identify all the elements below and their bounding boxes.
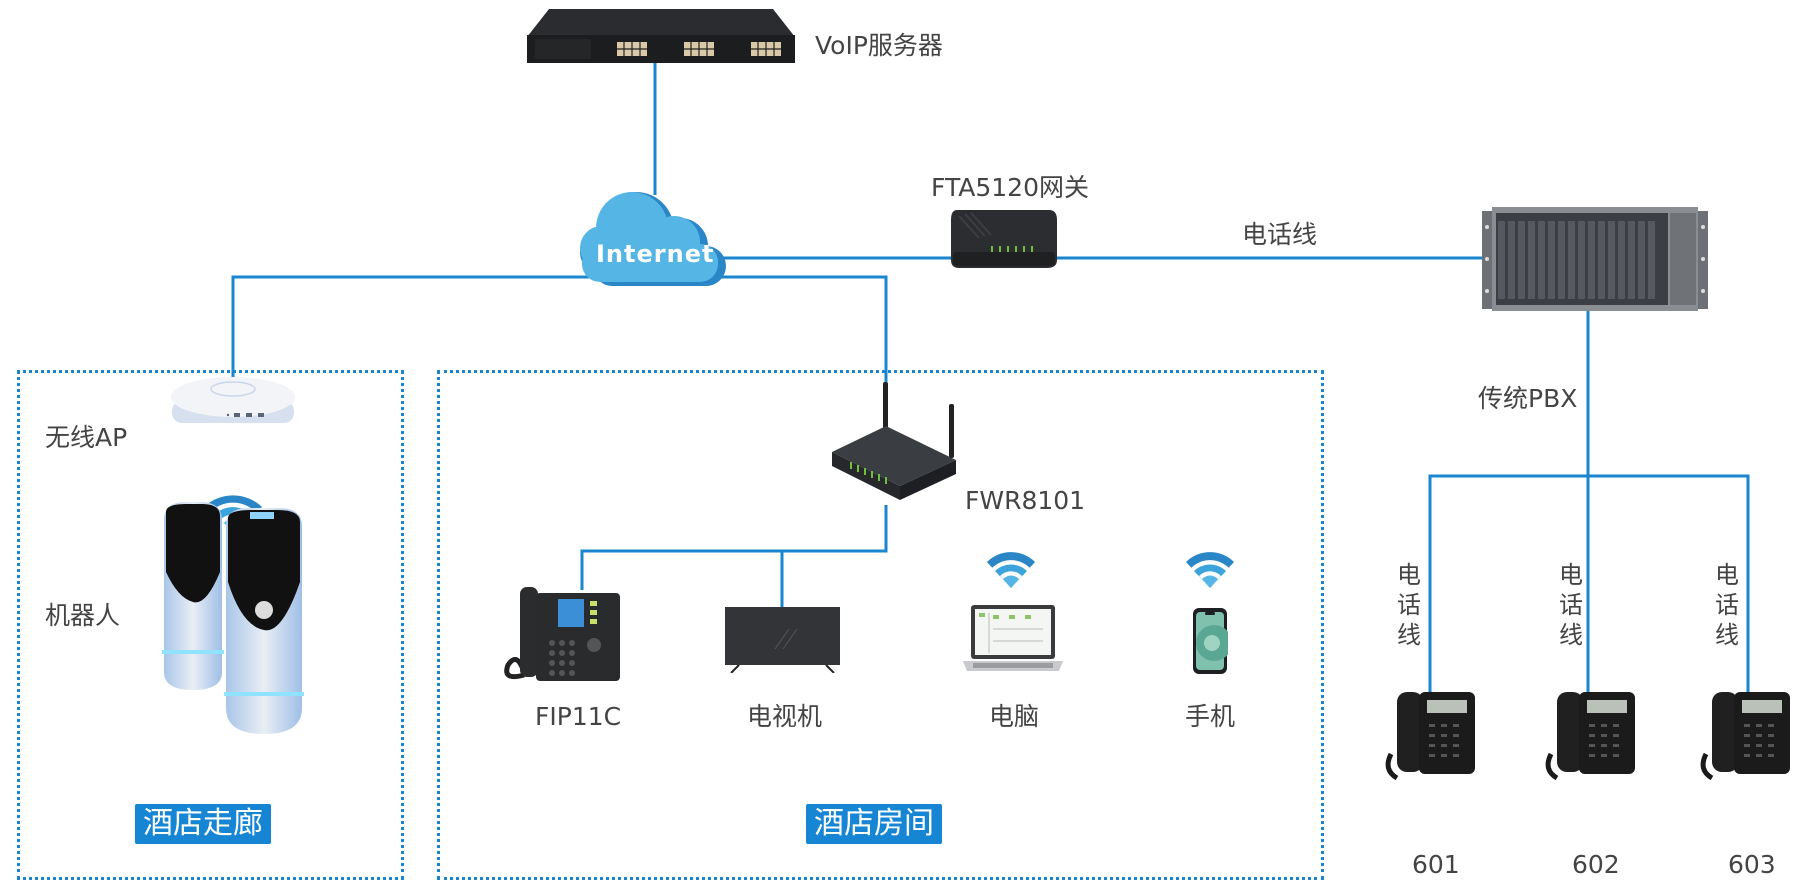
phone-601-label: 601 [1412, 850, 1460, 879]
pbx-chassis-icon [1482, 207, 1708, 311]
gateway-label: FTA5120网关 [931, 173, 1089, 202]
tv-device[interactable] [725, 607, 840, 674]
phone-602-label: 602 [1572, 850, 1620, 879]
tv-icon [725, 607, 840, 674]
robot-devices[interactable] [156, 502, 306, 738]
zone-corridor [17, 370, 404, 880]
robot-icon [162, 502, 304, 734]
access-point-icon [171, 377, 295, 423]
pbx-label: 传统PBX [1478, 384, 1578, 413]
desk-phone-icon [1700, 692, 1790, 781]
pbx-603-link-label: 电话线 [1715, 561, 1739, 649]
link-pbx-603 [1588, 474, 1750, 700]
computer-device[interactable] [963, 605, 1063, 675]
mobile-label: 手机 [1185, 702, 1236, 731]
analog-phone-601[interactable] [1383, 690, 1478, 790]
rack-server-icon [527, 9, 795, 63]
voip-server[interactable] [527, 9, 795, 63]
pbx-device[interactable] [1482, 207, 1708, 311]
internet-cloud[interactable]: Internet [576, 188, 736, 288]
wifi-signal-icon [1186, 552, 1234, 588]
gateway-icon [951, 210, 1057, 268]
link-internet-ap [231, 275, 655, 378]
zone-room-label: 酒店房间 [806, 804, 942, 844]
wireless-ap-label: 无线AP [45, 423, 128, 452]
cloud-icon [580, 192, 726, 286]
analog-phone-602[interactable] [1543, 690, 1638, 790]
wifi-signal-icon [987, 552, 1035, 588]
link-pbx-601 [1428, 474, 1588, 700]
analog-phone-603[interactable] [1698, 690, 1793, 790]
zone-room [437, 370, 1324, 880]
smartphone-icon [1193, 608, 1232, 674]
pbx-601-link-label: 电话线 [1397, 561, 1421, 649]
link-internet-router [700, 275, 888, 390]
gateway-pbx-link-label: 电话线 [1242, 220, 1318, 249]
desk-phone-icon [1545, 692, 1635, 781]
computer-label: 电脑 [989, 702, 1040, 731]
ip-phone-label: FIP11C [535, 702, 622, 731]
router-label: FWR8101 [965, 486, 1086, 515]
tv-label: 电视机 [747, 702, 823, 731]
wireless-ap-device[interactable] [168, 375, 298, 427]
router-device[interactable] [830, 382, 960, 502]
desk-phone-icon [1385, 692, 1475, 781]
computer-wifi-signal [986, 548, 1036, 588]
zone-corridor-label: 酒店走廊 [135, 804, 271, 844]
gateway-device[interactable] [949, 208, 1059, 270]
ip-phone-icon [504, 587, 620, 681]
voip-server-label: VoIP服务器 [815, 31, 943, 60]
wifi-router-icon [832, 382, 956, 500]
pbx-602-link-label: 电话线 [1559, 561, 1583, 649]
internet-label: Internet [596, 240, 715, 268]
laptop-icon [963, 605, 1063, 671]
link-router-devices [580, 505, 888, 590]
mobile-wifi-signal [1185, 548, 1235, 588]
ip-phone-device[interactable] [502, 583, 622, 693]
robot-label: 机器人 [45, 601, 121, 630]
phone-603-label: 603 [1728, 850, 1776, 879]
mobile-device[interactable] [1192, 607, 1232, 675]
